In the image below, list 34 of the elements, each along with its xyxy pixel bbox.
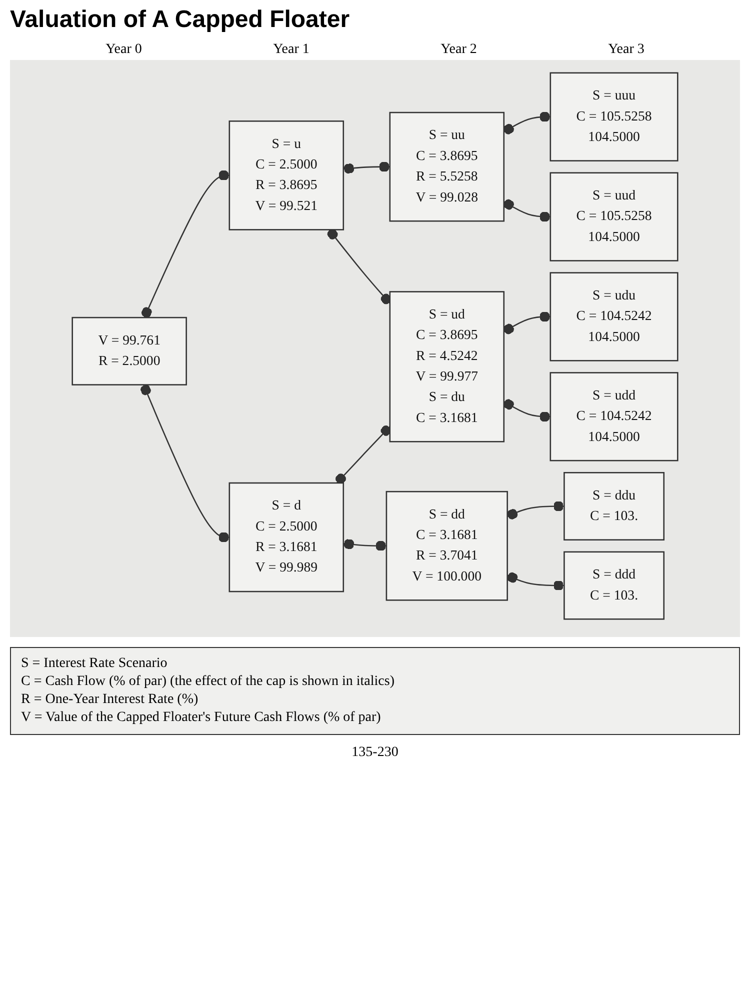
column-heading: Year 2 [440, 42, 477, 58]
connector [141, 170, 230, 318]
definition-text: S = Interest Rate Scenario [21, 656, 168, 672]
connector [507, 572, 564, 591]
connector [504, 199, 550, 222]
node-box: S = udd C = 104.5242 104.5000 [550, 372, 678, 462]
column-heading: Year 1 [273, 42, 310, 58]
column-heading: Year 0 [106, 42, 142, 58]
definition-text: C = Cash Flow (% of par) (the effect of the cap is shown in italics) [21, 674, 396, 690]
node-box: S = uu C = 3.8695 R = 5.5258 V = 99.028 [389, 112, 505, 222]
node-box: S = ddd C = 103. [564, 551, 665, 620]
connector [327, 228, 392, 304]
node-box: S = uud C = 105.5258 104.5000 [550, 172, 678, 262]
node-box: V = 99.761 R = 2.5000 [72, 316, 187, 386]
connector [140, 384, 230, 542]
node-box: S = u C = 2.5000 R = 3.8695 V = 99.521 [228, 120, 344, 230]
connector [343, 162, 390, 174]
page-number: 135-230 [350, 745, 400, 761]
connector [336, 425, 392, 484]
connector [504, 399, 550, 422]
connector [504, 312, 550, 334]
column-heading: Year 3 [608, 42, 644, 58]
connector [507, 501, 564, 520]
node-box: S = uuu C = 105.5258 104.5000 [550, 72, 678, 162]
node-box: S = dd C = 3.1681 R = 3.7041 V = 100.000 [386, 490, 508, 601]
connector [343, 538, 386, 552]
definition-text: V = Value of the Capped Floater's Future Cash Flows (% of par) [21, 710, 382, 726]
connector [504, 112, 550, 134]
node-box: S = ud C = 3.8695 R = 4.5242 V = 99.977 S = du C = 3.1681 [389, 291, 505, 442]
node-box: S = udu C = 104.5242 104.5000 [550, 272, 678, 362]
node-box: S = ddu C = 103. [564, 472, 665, 540]
title: Valuation of A Capped Floater [10, 6, 351, 34]
definition-text: R = One-Year Interest Rate (%) [21, 692, 200, 708]
node-box: S = d C = 2.5000 R = 3.1681 V = 99.989 [228, 482, 344, 592]
